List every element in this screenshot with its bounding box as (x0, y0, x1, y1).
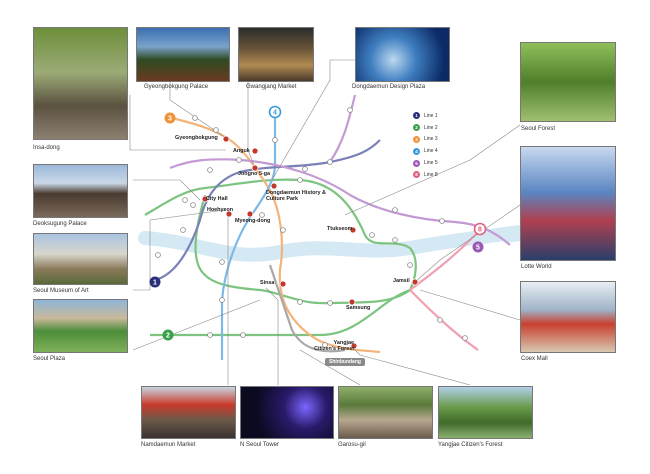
badge-line-8: 8 (478, 227, 482, 234)
legend-row: 1 Line 1 (413, 110, 438, 122)
poi-stations (201, 135, 419, 350)
badge-line-3: 3 (168, 116, 172, 123)
legend-line-badge: 1 (413, 112, 420, 120)
photo-n-seoul-tower (240, 386, 334, 439)
photo-seoul-plaza (33, 299, 128, 353)
legend-row: 5 Line 5 (413, 157, 438, 169)
photo-connectors (129, 59, 521, 386)
photo-seoul-forest (520, 42, 616, 122)
legend-line-badge: 2 (413, 124, 420, 132)
caption-seoul-plaza: Seoul Plaza (33, 356, 66, 362)
caption-gyeongbokgung: Gyeongbokgung Palace (144, 84, 209, 90)
han-river (138, 225, 527, 262)
caption-insa-dong: Insa-dong (33, 145, 60, 151)
station-samsung: Samsung (346, 305, 371, 311)
caption-seoul-forest: Seoul Forest (521, 126, 556, 132)
caption-seoul-museum-of-art: Seoul Museum of Art (33, 288, 89, 294)
caption-n-seoul-tower: N Seoul Tower (240, 442, 279, 448)
legend-label: Line 3 (424, 136, 438, 143)
station-jongno: Jongno 5-ga (238, 171, 271, 177)
photo-coex-mall (520, 281, 616, 353)
photo-deoksugung (33, 164, 128, 218)
line-1 (154, 139, 381, 282)
legend-line-badge: 5 (413, 159, 420, 167)
caption-lotte-world: Lotte World (521, 264, 552, 270)
badge-line-4: 4 (273, 110, 277, 117)
caption-garosu-gil: Garosu-gil (338, 442, 366, 448)
station-yangjae: Yangjae Citizen's Forest (314, 340, 354, 352)
caption-namdaemun-market: Namdaemun Market (141, 442, 196, 448)
legend-row: 2 Line 2 (413, 122, 438, 134)
station-anguk: Anguk (233, 148, 250, 154)
station-myeongdong: Myeong-dong (235, 218, 271, 224)
photo-seoul-museum-of-art (33, 233, 128, 285)
caption-coex-mall: Coex Mall (521, 356, 548, 362)
photo-insa-dong (33, 27, 128, 140)
caption-deoksugung: Deoksugung Palace (33, 221, 87, 227)
line-2-west (150, 288, 411, 337)
legend-label: Line 2 (424, 124, 438, 131)
line-5 (169, 158, 511, 246)
photo-gyeongbokgung (136, 27, 230, 82)
line-shinbundang (268, 264, 346, 353)
legend-row: 4 Line 4 (413, 145, 438, 157)
legend-line-badge: 4 (413, 147, 420, 155)
station-dongdaemun: Dongdaemun History & Culture Park (266, 190, 326, 202)
line-4 (220, 118, 277, 360)
station-city-hall: City Hall (206, 196, 228, 202)
station-hoehyeon: Hoehyeon (207, 207, 234, 213)
station-ttukseom: Ttukseom (327, 226, 353, 232)
station-sinsa: Sinsa (260, 280, 275, 286)
legend-line-badge: 3 (413, 135, 420, 143)
legend-line-badge: 8 (413, 171, 420, 179)
photo-lotte-world (520, 146, 616, 261)
station-gyeongbokgung: Gyeongbokgung (175, 135, 218, 141)
badge-line-1: 1 (153, 280, 157, 287)
legend-label: Line 8 (424, 171, 438, 178)
line-badges: 1 2 3 4 5 8 (149, 105, 487, 341)
legend-row: 3 Line 3 (413, 134, 438, 146)
station-jamsil: Jamsil (393, 278, 410, 284)
legend-label: Line 4 (424, 148, 438, 155)
line-8-south (409, 289, 479, 351)
legend-label: Line 1 (424, 112, 438, 119)
line-legend: 1 Line 1 2 Line 2 3 Line 3 4 Line 4 5 Line 5 8 Line… (413, 110, 438, 181)
photo-garosu-gil (338, 386, 433, 439)
photo-gwangjang-market (238, 27, 314, 82)
stations (155, 107, 468, 348)
shinbundang-label: Shinbundang (325, 358, 365, 366)
line-5-upper (329, 94, 357, 163)
legend-label: Line 5 (424, 160, 438, 167)
photo-ddp (355, 27, 450, 82)
legend-row: 8 Line 8 (413, 169, 438, 181)
photo-yangjae-forest (438, 386, 533, 439)
badge-line-2: 2 (166, 333, 170, 340)
photo-namdaemun-market (141, 386, 236, 439)
badge-line-5: 5 (476, 245, 480, 252)
caption-yangjae-forest: Yangjae Citizen's Forest (438, 442, 503, 448)
caption-gwangjang-market: Gwangjang Market (246, 84, 297, 90)
caption-ddp: Dongdaemun Design Plaza (352, 84, 426, 90)
